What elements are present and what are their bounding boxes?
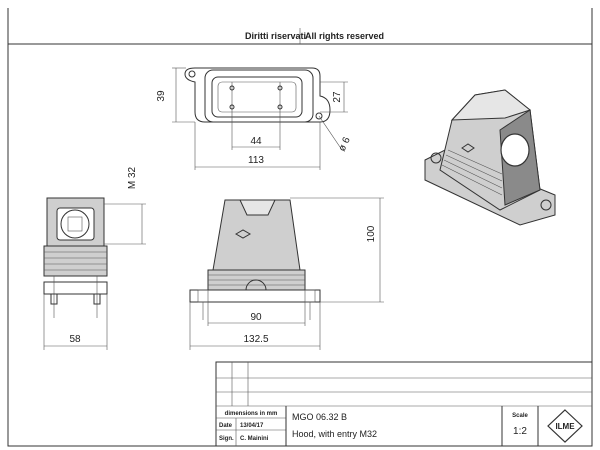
rights-note-it: Diritti riservati bbox=[245, 31, 306, 41]
isometric-view bbox=[424, 89, 556, 226]
side-view bbox=[43, 197, 108, 318]
scale-value: 1:2 bbox=[513, 426, 527, 437]
front-view bbox=[189, 199, 321, 320]
dim-top-inner-height: 27 bbox=[332, 91, 343, 103]
dim-side-width: 58 bbox=[69, 334, 81, 345]
dim-front-width: 132.5 bbox=[243, 334, 268, 345]
top-view bbox=[172, 67, 331, 123]
dim-front-inner-width: 90 bbox=[250, 312, 262, 323]
date-label: Date bbox=[219, 423, 233, 429]
sign-value: C. Mainini bbox=[240, 436, 269, 442]
dim-top-inner-width: 44 bbox=[250, 136, 262, 147]
part-code: MGO 06.32 B bbox=[292, 412, 347, 422]
dim-front-height: 100 bbox=[366, 225, 377, 242]
logo-text: ILME bbox=[555, 422, 575, 431]
ilme-logo: ILME bbox=[547, 409, 583, 443]
sign-label: Sign. bbox=[219, 436, 234, 442]
dim-hole-diameter: ø 6 bbox=[337, 135, 353, 153]
title-block bbox=[215, 361, 593, 447]
date-value: 13/04/17 bbox=[240, 423, 264, 429]
dim-top-height: 39 bbox=[156, 90, 167, 102]
dim-side-thread: M 32 bbox=[127, 166, 138, 189]
dim-top-width: 113 bbox=[248, 155, 264, 166]
units-note: dimensions in mm bbox=[225, 411, 278, 417]
rights-note-en: All rights reserved bbox=[305, 31, 384, 41]
scale-label: Scale bbox=[512, 413, 528, 419]
part-description: Hood, with entry M32 bbox=[292, 429, 377, 439]
